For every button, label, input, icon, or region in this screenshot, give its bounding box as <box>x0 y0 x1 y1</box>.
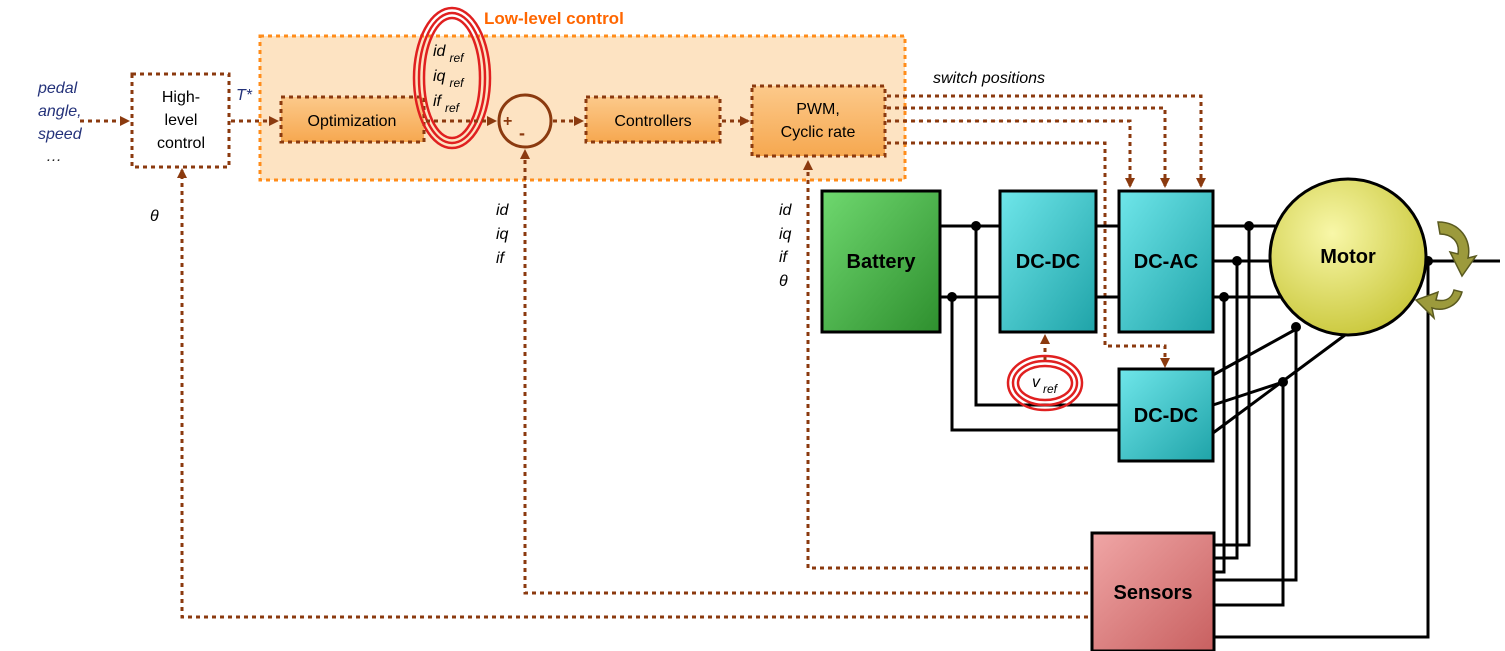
pwm-block <box>750 84 887 158</box>
sensors-label: Sensors <box>1114 582 1193 604</box>
motor-block <box>1268 177 1428 337</box>
input-angle: angle, <box>38 103 82 120</box>
rotation-arrow-icon <box>1414 221 1478 321</box>
dcac-block <box>1117 189 1215 334</box>
torque-ref-label: T* <box>236 87 253 104</box>
high-level-control-block <box>130 72 231 169</box>
controllers-block <box>584 95 722 144</box>
optimization-label: Optimization <box>308 113 397 130</box>
dcdc-upper-label: DC-DC <box>1016 251 1080 273</box>
dcdc-lower-label: DC-DC <box>1134 405 1198 427</box>
junction-dots <box>947 221 1433 387</box>
input-pedal: pedal <box>37 80 78 97</box>
dcdc-lower-block <box>1117 367 1215 463</box>
sensors-block <box>1090 531 1216 651</box>
fb-pwm-if: if <box>779 249 789 266</box>
dcdc-upper-block <box>998 189 1098 334</box>
signal-lines <box>80 94 1206 619</box>
fb-mid-id: id <box>496 202 510 219</box>
battery-block <box>820 189 942 334</box>
fb-pwm-iq: iq <box>779 226 792 243</box>
fb-pwm-theta: θ <box>779 273 788 290</box>
controllers-label: Controllers <box>614 113 691 130</box>
ref-highlight <box>412 6 492 150</box>
switch-positions-label: switch positions <box>933 70 1045 87</box>
motor-label: Motor <box>1320 246 1376 268</box>
low-level-control-title: Low-level control <box>484 9 624 28</box>
high-level-line3: control <box>157 135 205 152</box>
input-ellipsis: … <box>46 148 62 165</box>
fb-mid-iq: iq <box>496 226 509 243</box>
dcac-label: DC-AC <box>1134 251 1198 273</box>
fb-pwm-id: id <box>779 202 793 219</box>
fb-mid-if: if <box>496 250 506 267</box>
vref-highlight <box>1006 354 1084 412</box>
high-level-line2: level <box>165 112 198 129</box>
sum-minus: - <box>519 123 525 143</box>
input-labels: pedal angle, speed … <box>37 80 83 165</box>
optimization-block <box>279 95 426 144</box>
high-level-line1: High- <box>162 89 200 106</box>
sum-plus: + <box>503 113 512 130</box>
pwm-line2: Cyclic rate <box>781 124 856 141</box>
summing-junction <box>497 93 553 149</box>
theta-left: θ <box>150 208 159 225</box>
battery-label: Battery <box>847 251 917 273</box>
pwm-line1: PWM, <box>796 101 840 118</box>
input-speed: speed <box>38 126 83 143</box>
